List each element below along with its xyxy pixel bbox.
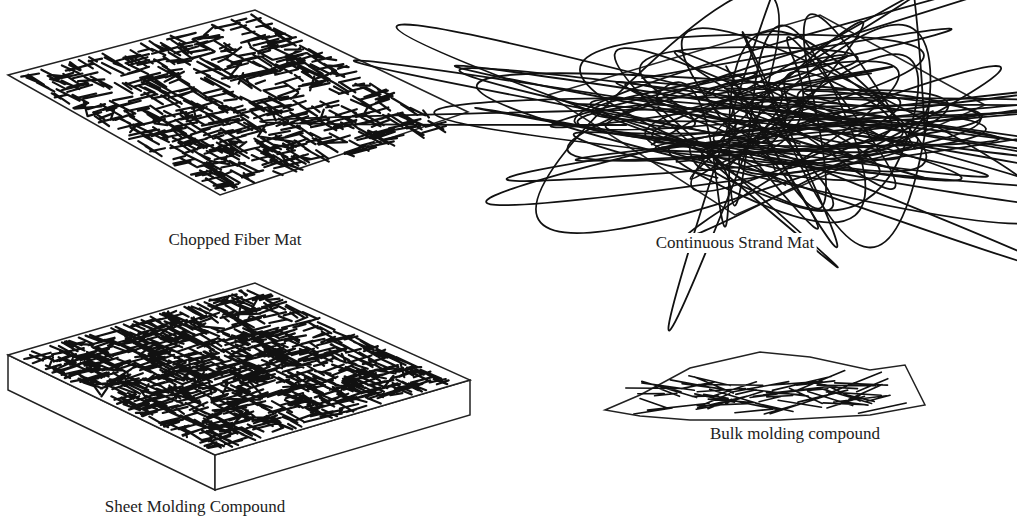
fiber-strand xyxy=(626,371,906,414)
figure-caption: Chopped Fiber Mat xyxy=(166,230,303,250)
fiber-strand xyxy=(536,0,948,331)
fiber-strand xyxy=(567,0,1017,161)
figure-caption: Continuous Strand Mat xyxy=(654,233,817,253)
fiber-strand xyxy=(21,15,446,191)
fiber-strand xyxy=(606,29,952,186)
sheet-top xyxy=(8,283,470,455)
figure-caption: Sheet Molding Compound xyxy=(103,497,287,517)
sheet-molding-compound-figure xyxy=(8,283,470,490)
compound-outline xyxy=(605,352,925,420)
mat-outline xyxy=(8,10,468,195)
figure-caption: Bulk molding compound xyxy=(708,424,882,444)
fiber-strand xyxy=(396,24,1017,271)
continuous-strand-mat-figure xyxy=(260,0,1017,331)
chopped-fiber-mat-figure xyxy=(8,10,468,195)
bulk-molding-compound-figure xyxy=(605,352,925,420)
fiber-strand xyxy=(24,290,448,448)
fiber-strand xyxy=(477,28,1017,229)
